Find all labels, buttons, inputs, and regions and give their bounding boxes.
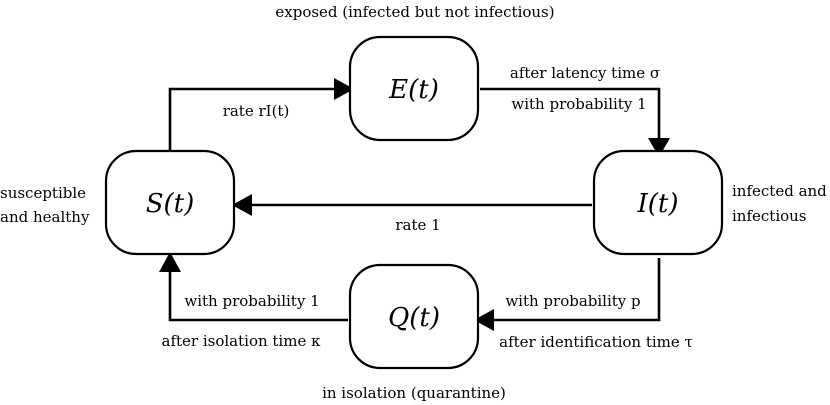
edge-label-i-to-s: rate 1 (395, 216, 440, 234)
edge-label-e-to-i-line1: after latency time σ (510, 64, 660, 82)
caption-infected-line1: infected and (732, 182, 827, 200)
node-i: I(t) (592, 149, 724, 256)
node-q-box (348, 263, 480, 370)
node-e-box (348, 35, 480, 142)
edge-label-e-to-i-line2: with probability 1 (511, 95, 646, 113)
edge-q-to-s (168, 272, 348, 322)
caption-susceptible-line2: and healthy (0, 208, 90, 226)
node-q: Q(t) (348, 263, 480, 370)
caption-isolation: in isolation (quarantine) (322, 384, 506, 402)
edge-label-i-to-q-line1: with probability p (505, 292, 640, 310)
arrowhead-i-to-q (474, 309, 494, 331)
node-e: E(t) (348, 35, 480, 142)
caption-exposed: exposed (infected but not infectious) (275, 3, 554, 21)
node-s-label: S(t) (146, 189, 195, 219)
edge-label-i-to-q-line2: after identification time τ (499, 333, 693, 351)
node-s: S(t) (104, 149, 236, 256)
edge-i-to-q (494, 258, 661, 322)
node-i-label: I(t) (636, 189, 678, 219)
node-e-label: E(t) (388, 75, 439, 105)
edge-label-q-to-s-line2: after isolation time κ (162, 332, 322, 350)
arrowhead-e-to-i (648, 138, 670, 157)
edge-label-s-to-e: rate rI(t) (223, 102, 290, 120)
arrowhead-s-to-e (334, 78, 354, 100)
edge-s-to-e (168, 87, 334, 150)
caption-infected-line2: infectious (732, 207, 807, 225)
node-s-box (104, 149, 236, 256)
arrowhead-q-to-s (159, 252, 181, 272)
node-i-box (592, 149, 724, 256)
node-q-label: Q(t) (388, 303, 440, 333)
arrowhead-i-to-s (232, 194, 252, 216)
edge-label-q-to-s-line1: with probability 1 (184, 292, 319, 310)
caption-susceptible-line1: susceptible (0, 184, 86, 202)
edge-e-to-i (480, 87, 661, 138)
